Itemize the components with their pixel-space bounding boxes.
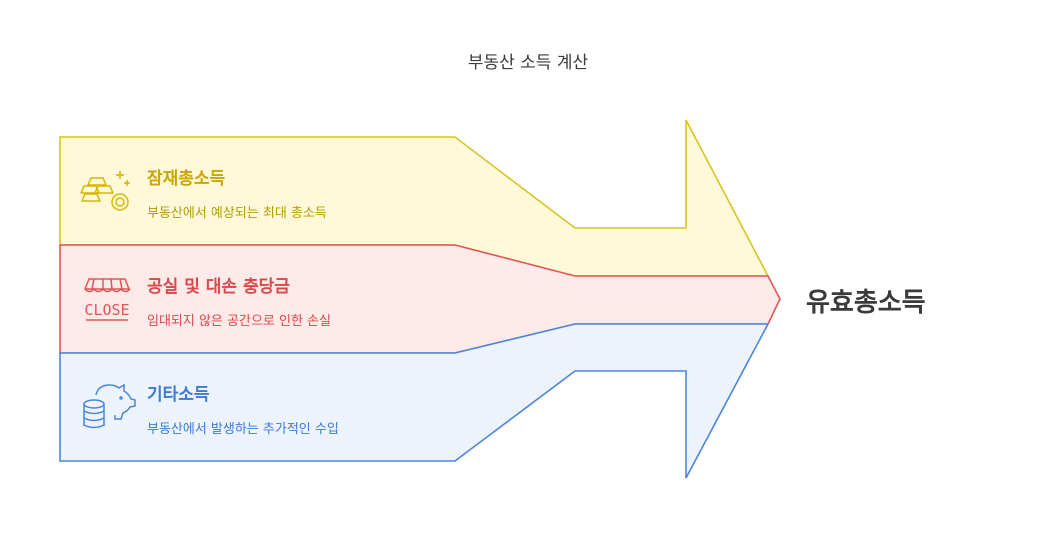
closed-shop-icon: CLOSE (83, 278, 131, 321)
piggy-bank-coins-icon (83, 383, 136, 429)
other-income-label: 기타소득 (147, 385, 210, 405)
effective-gross-income-label: 유효총소득 (806, 288, 926, 318)
other-income-band (59, 323, 770, 479)
potential-income-desc: 부동산에서 예상되는 최대 총소득 (147, 206, 327, 221)
vacancy-loss-desc: 임대되지 않은 공간으로 인한 손실 (147, 314, 331, 329)
closed-sign-text: CLOSE (84, 301, 129, 319)
gold-bars-coin-icon (80, 171, 130, 211)
vacancy-loss-label: 공실 및 대손 충당금 (147, 277, 290, 297)
diagram-title: 부동산 소득 계산 (467, 53, 589, 73)
potential-income-label: 잠재총소득 (147, 169, 226, 189)
other-income-desc: 부동산에서 발생하는 추가적인 수입 (147, 422, 339, 437)
